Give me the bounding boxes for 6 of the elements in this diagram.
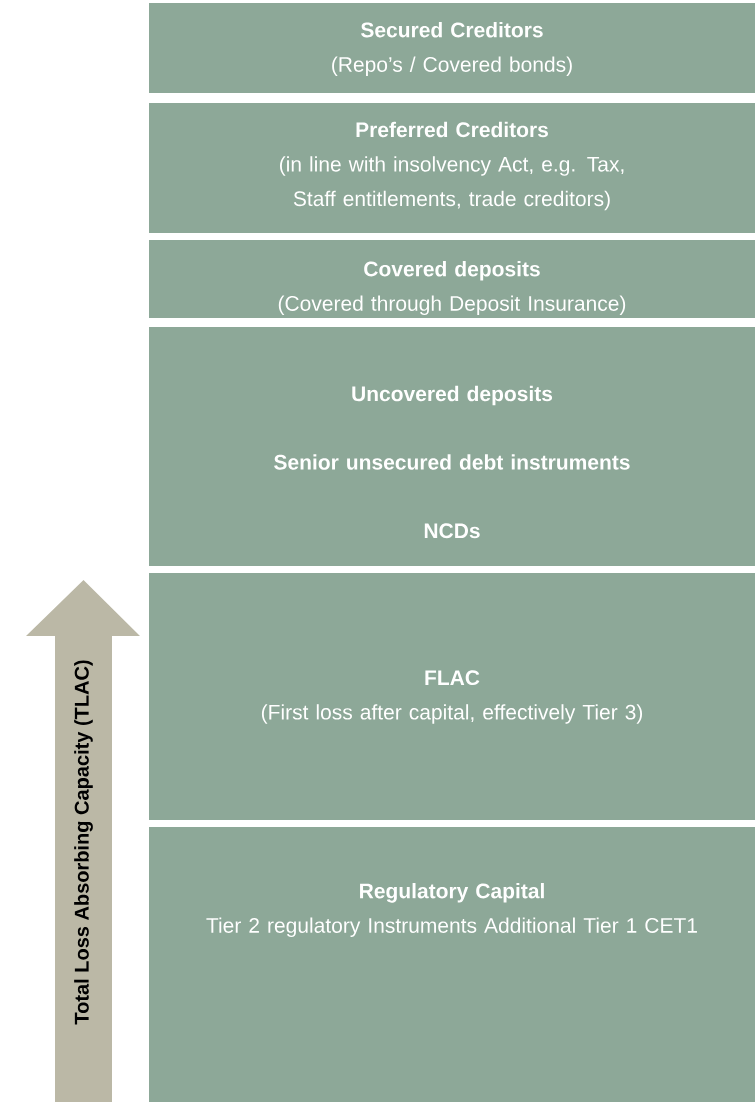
tier-box: Covered deposits (Covered through Deposit Insurance) (149, 240, 755, 318)
tier-box: Secured Creditors (Repo’s / Covered bonds) (149, 3, 755, 93)
tier-box: Preferred Creditors (in line with insolvency Act, e.g. Tax, Staff entitlements, trade creditors) (149, 103, 755, 233)
tier-box: FLAC (First loss after capital, effectively Tier 3) (149, 573, 755, 820)
tier-box: Regulatory Capital Tier 2 regulatory Instruments Additional Tier 1 CET1 (149, 827, 755, 1102)
tier-box: Uncovered deposits Senior unsecured debt instruments NCDs (149, 327, 755, 566)
